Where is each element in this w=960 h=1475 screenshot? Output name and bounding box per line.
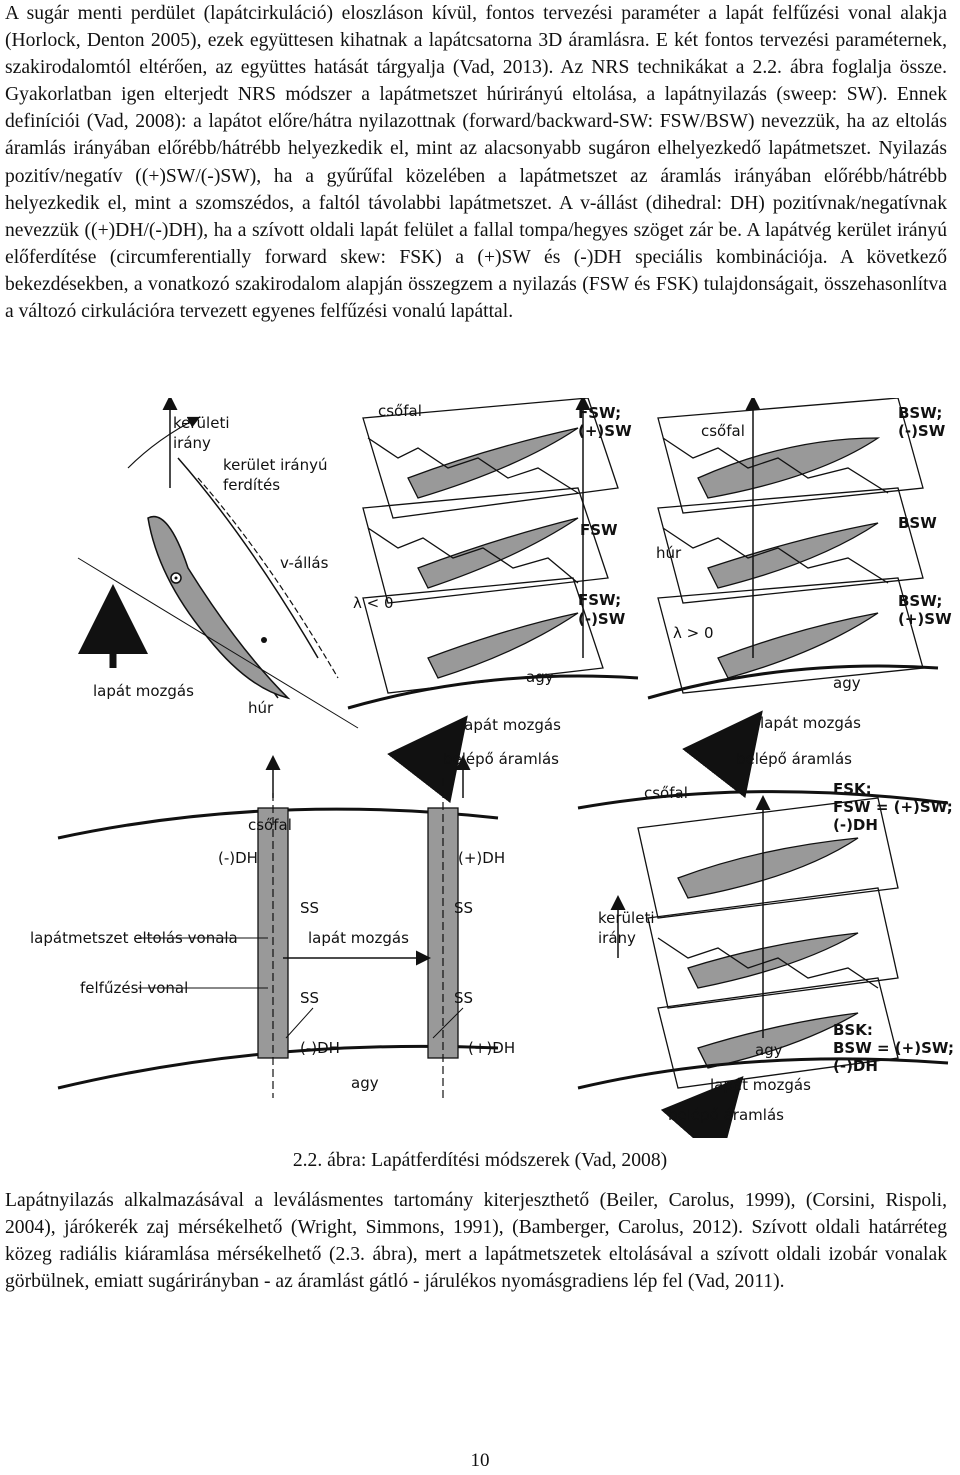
body-paragraph-1: A sugár menti perdület (lapátcirkuláció)… [5,3,947,323]
label-fsw-minus-2: (-)SW [578,610,626,628]
figure-caption: 2.2. ábra: Lapátferdítési módszerek (Vad… [292,1150,668,1171]
label-ss-1: SS [300,899,319,917]
label-belepo-aramlas: belépő áramlás [668,1106,784,1124]
label-csofal: csőfal [644,784,688,802]
label-fsk-3: (-)DH [833,816,878,834]
label-lapat-mozgas: lapát mozgás [710,1076,811,1094]
label-lapat-mozgas: lapát mozgás [760,714,861,732]
page-number: 10 [470,1450,490,1471]
panel-bottom-left: csőfal (-)DH (+)DH SS SS lapátmetszet el… [30,755,515,1098]
label-lapat-mozgas: lapát mozgás [93,682,194,700]
panel-top-right: csőfal BSW; (-)SW BSW húr BSW; (+)SW λ >… [647,398,952,799]
label-hur: húr [656,544,682,562]
label-agy: agy [351,1074,379,1092]
label-fsw-minus-1: FSW; [578,591,621,609]
figure-drawing: kerületi irány kerület irányú ferdítés v… [30,398,954,1138]
label-keruleti: kerületi [598,909,655,927]
label-belepo-aramlas: belépő áramlás [443,750,559,768]
label-belepo-aramlas: belépő áramlás [736,750,852,768]
label-lambda-neg: λ < 0 [353,594,394,612]
label-agy: agy [755,1041,783,1059]
label-fsk-1: FSK: [833,780,872,798]
label-v-allas: v-állás [280,554,329,572]
label-bsk-2: BSW = (+)SW; [833,1039,954,1057]
label-bsw-minus-1: BSW; [898,404,942,422]
body-paragraph-2: Lapátnyilazás alkalmazásával a leválásme… [5,1190,947,1293]
label-plus-dh-bottom: (+)DH [468,1039,515,1057]
label-fsw: FSW [580,521,618,539]
panel-top-middle: csőfal FSW; (+)SW FSW FSW; (-)SW λ < 0 a… [347,398,639,804]
label-hur: húr [248,699,274,717]
label-bsw-minus-2: (-)SW [898,422,946,440]
label-bsk-3: (-)DH [833,1057,878,1075]
label-ss-3: SS [300,989,319,1007]
label-lambda-pos: λ > 0 [673,624,714,642]
panel-bottom-right: csőfal FSK: FSW = (+)SW; (-)DH kerületi … [577,780,954,1138]
label-irany: irány [598,929,636,947]
label-bsw-plus-1: BSW; [898,592,942,610]
label-ss-4: SS [454,989,473,1007]
label-ferdites: ferdítés [223,476,280,494]
label-csofal: csőfal [701,422,745,440]
label-lapat-mozgas: lapát mozgás [460,716,561,734]
label-eltolas-vonala: lapátmetszet eltolás vonala [30,929,238,947]
label-felfuzesi-vonal: felfűzési vonal [80,979,188,997]
label-agy: agy [526,668,554,686]
label-agy: agy [833,674,861,692]
label-csofal: csőfal [248,816,292,834]
label-kerulet-iranyu: kerület irányú [223,456,328,474]
label-fsk-2: FSW = (+)SW; [833,798,953,816]
label-minus-dh-bottom: (-)DH [300,1039,340,1057]
label-fsw-plus-2: (+)SW [578,422,632,440]
label-irany: irány [173,434,211,452]
label-minus-dh-top: (-)DH [218,849,258,867]
label-bsw-plus-2: (+)SW [898,610,952,628]
label-plus-dh-top: (+)DH [458,849,505,867]
label-fsw-plus-1: FSW; [578,404,621,422]
panel-top-left: kerületi irány kerület irányú ferdítés v… [77,398,359,729]
label-keruleti: kerületi [173,414,230,432]
label-bsk-1: BSK: [833,1021,873,1039]
label-csofal: csőfal [378,402,422,420]
label-ss-2: SS [454,899,473,917]
figure-blade-skew-methods: kerületi irány kerület irányú ferdítés v… [18,398,960,1138]
label-lapat-mozgas: lapát mozgás [308,929,409,947]
label-bsw: BSW [898,514,937,532]
